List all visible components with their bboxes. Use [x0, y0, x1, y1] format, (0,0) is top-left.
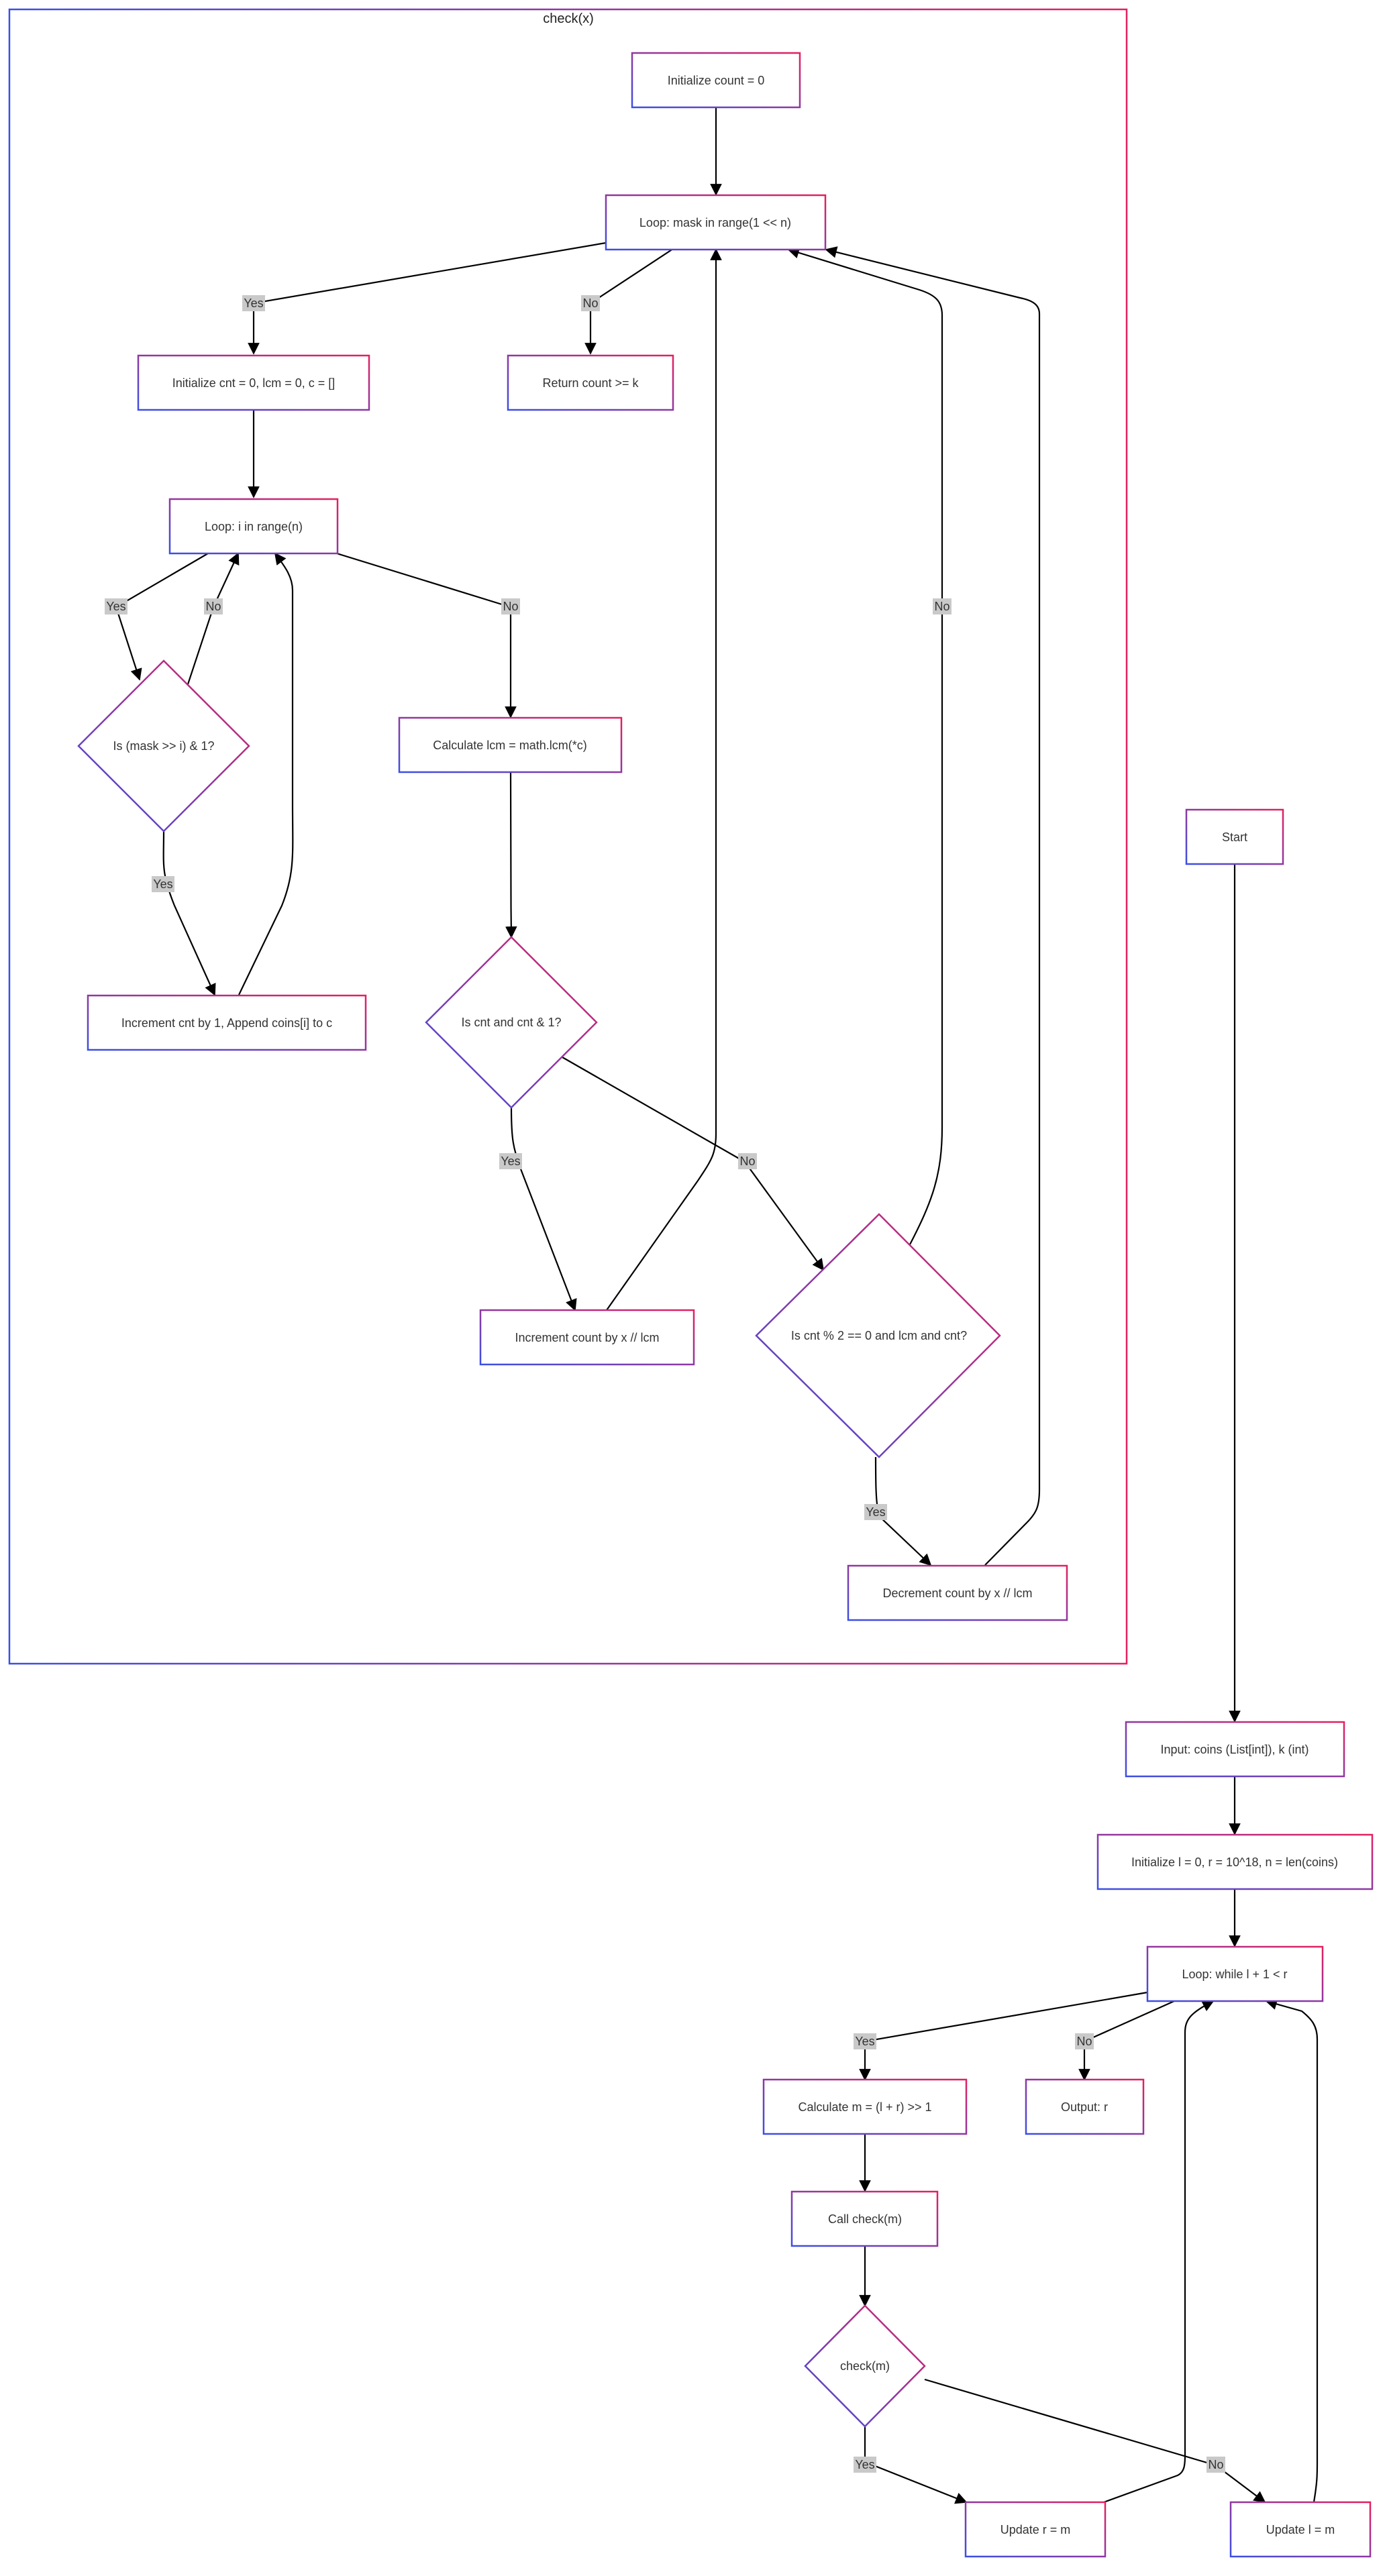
svg-text:Return count >= k: Return count >= k [542, 376, 639, 390]
svg-text:Yes: Yes [866, 1505, 885, 1519]
svg-text:Is (mask >> i) & 1?: Is (mask >> i) & 1? [113, 739, 214, 753]
svg-text:No: No [1208, 2458, 1223, 2471]
svg-text:Update l = m: Update l = m [1266, 2523, 1335, 2536]
node-is-mask-decision: Is (mask >> i) & 1? [77, 659, 250, 833]
svg-text:Yes: Yes [106, 600, 125, 613]
node-calculate-m: Calculate m = (l + r) >> 1 [762, 2078, 968, 2135]
edge-label-i-no: No [501, 598, 520, 614]
node-initialize-count: Initialize count = 0 [631, 52, 801, 109]
svg-text:Calculate m = (l + r) >> 1: Calculate m = (l + r) >> 1 [798, 2100, 931, 2114]
edge-checkm-updater [864, 2426, 968, 2504]
svg-text:Yes: Yes [153, 877, 172, 891]
edge-checkm-updatel [924, 2378, 1266, 2504]
nodes: Initialize count = 0 Loop: mask in range… [77, 52, 1374, 2558]
svg-text:Decrement count by x // lcm: Decrement count by x // lcm [882, 1587, 1032, 1600]
svg-text:Yes: Yes [501, 1155, 520, 1168]
node-is-cnt-decision: Is cnt and cnt & 1? [425, 936, 598, 1109]
edge-label-mask-no: No [581, 295, 600, 311]
edges [115, 107, 1319, 2504]
edge-inccnt-loopi [238, 552, 294, 996]
node-loop-i: Loop: i in range(n) [168, 498, 339, 555]
edge-label-iscnt-no: No [738, 1153, 757, 1169]
node-loop-mask: Loop: mask in range(1 << n) [605, 194, 827, 251]
edge-label-i-yes: Yes [105, 598, 127, 614]
edge-looplr-output [1078, 2000, 1175, 2081]
node-output: Output: r [1025, 2078, 1145, 2135]
edge-iscnt-iseven [562, 1057, 825, 1271]
edge-loopi-calclcm [336, 552, 517, 718]
node-increment-cnt: Increment cnt by 1, Append coins[i] to c [87, 994, 367, 1051]
svg-text:Initialize cnt = 0, lcm = 0, c: Initialize cnt = 0, lcm = 0, c = [] [172, 376, 336, 390]
edge-loopmask-initcnt [248, 241, 607, 355]
svg-text:No: No [1076, 2035, 1092, 2048]
svg-text:check(m): check(m) [840, 2359, 890, 2373]
svg-text:Start: Start [1222, 830, 1247, 844]
svg-text:Call check(m): Call check(m) [828, 2212, 902, 2226]
node-initialize-cnt: Initialize cnt = 0, lcm = 0, c = [] [137, 354, 370, 411]
svg-text:Update r = m: Update r = m [1000, 2523, 1071, 2536]
svg-text:No: No [582, 297, 598, 310]
edge-updater-looplr [1103, 2000, 1215, 2504]
svg-text:No: No [205, 600, 221, 613]
svg-text:No: No [934, 600, 949, 613]
edge-label-mask-yes: Yes [242, 295, 265, 311]
edge-label-ismask-yes: Yes [152, 876, 174, 892]
edge-loopi-ismask [115, 553, 209, 681]
svg-text:Is cnt % 2 == 0 and lcm and cn: Is cnt % 2 == 0 and lcm and cnt? [791, 1329, 967, 1342]
svg-text:Yes: Yes [244, 297, 263, 310]
svg-text:Input: coins (List[int]), k (i: Input: coins (List[int]), k (int) [1160, 1743, 1308, 1756]
node-decrement-count: Decrement count by x // lcm [847, 1564, 1068, 1621]
edge-updatel-looplr [1265, 1998, 1319, 2503]
edge-looplr-calcm [859, 1991, 1148, 2081]
node-initialize-lr: Initialize l = 0, r = 10^18, n = len(coi… [1096, 1833, 1374, 1890]
edge-labels: Yes No Yes No No Yes No Yes No Yes Yes N… [105, 295, 1225, 2473]
svg-text:Increment count by x // lcm: Increment count by x // lcm [515, 1331, 659, 1344]
cluster-title: check(x) [543, 11, 594, 26]
edge-ismask-inccnt [162, 830, 216, 996]
svg-text:Is cnt and cnt & 1?: Is cnt and cnt & 1? [461, 1016, 561, 1029]
edge-ismask-loopi [187, 552, 240, 685]
node-return-count: Return count >= k [507, 354, 674, 411]
node-start: Start [1185, 808, 1284, 865]
node-update-l: Update l = m [1229, 2501, 1372, 2558]
edge-label-lr-no: No [1075, 2033, 1094, 2049]
edge-label-iseven-no: No [933, 598, 952, 614]
svg-text:Yes: Yes [855, 2035, 874, 2048]
svg-text:Loop: while l + 1 < r: Loop: while l + 1 < r [1182, 1968, 1287, 1981]
edge-deccount-loopmask [825, 246, 1041, 1566]
node-input: Input: coins (List[int]), k (int) [1125, 1721, 1345, 1778]
node-is-even-decision: Is cnt % 2 == 0 and lcm and cnt? [755, 1213, 1001, 1458]
edge-label-lr-yes: Yes [854, 2033, 876, 2049]
edge-inccount-loopmask [606, 248, 722, 1311]
node-increment-count: Increment count by x // lcm [479, 1309, 695, 1366]
node-update-r: Update r = m [964, 2501, 1107, 2558]
svg-text:Initialize count = 0: Initialize count = 0 [668, 74, 765, 87]
edge-label-iscnt-yes: Yes [499, 1153, 522, 1169]
svg-text:Increment cnt by 1, Append coi: Increment cnt by 1, Append coins[i] to c [121, 1016, 332, 1030]
svg-text:Loop: mask in range(1 << n): Loop: mask in range(1 << n) [639, 216, 791, 229]
edge-iseven-loopmask [787, 247, 943, 1246]
edge-label-iseven-yes: Yes [864, 1504, 887, 1520]
edge-label-check-no: No [1206, 2457, 1225, 2473]
svg-text:Output: r: Output: r [1061, 2100, 1108, 2114]
edge-label-ismask-no: No [204, 598, 223, 614]
svg-text:Calculate lcm = math.lcm(*c): Calculate lcm = math.lcm(*c) [433, 739, 587, 752]
svg-text:No: No [503, 600, 518, 613]
svg-text:Loop: i in range(n): Loop: i in range(n) [205, 520, 303, 533]
node-calculate-lcm: Calculate lcm = math.lcm(*c) [398, 716, 623, 773]
svg-text:Yes: Yes [855, 2458, 874, 2471]
node-call-check: Call check(m) [790, 2190, 939, 2247]
node-check-m-decision: check(m) [804, 2304, 926, 2428]
node-loop-lr: Loop: while l + 1 < r [1146, 1945, 1324, 2002]
edge-loopmask-return [584, 248, 674, 355]
edge-iscnt-inccount [510, 1107, 577, 1311]
edge-label-check-yes: Yes [854, 2457, 876, 2473]
cluster-check-x: check(x) [8, 8, 1128, 1665]
svg-text:Initialize l = 0, r = 10^18, n: Initialize l = 0, r = 10^18, n = len(coi… [1131, 1856, 1338, 1869]
svg-text:No: No [739, 1155, 755, 1168]
